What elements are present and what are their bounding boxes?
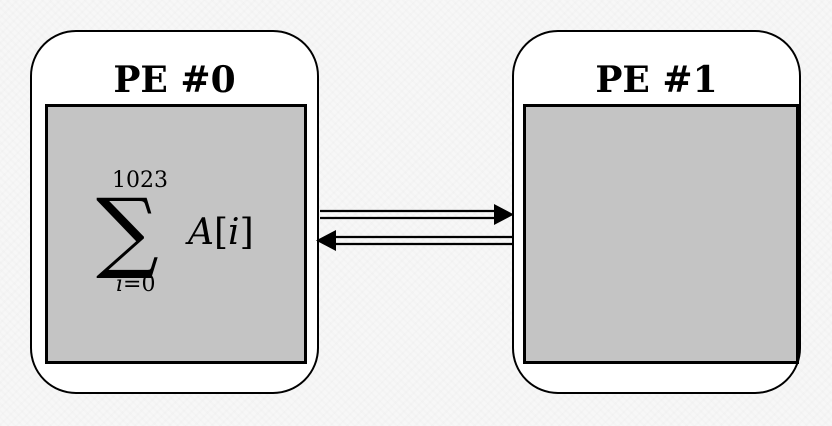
summation-upper-limit: 1023 xyxy=(112,168,168,193)
summand-index: i xyxy=(228,212,240,253)
pe-0-title: PE #0 xyxy=(113,59,236,101)
summation-lower-limit: i=0 xyxy=(116,273,155,297)
pe-1-title: PE #1 xyxy=(595,59,718,101)
summation-sigma-symbol: ∑ xyxy=(96,179,159,282)
summand-close-bracket: ] xyxy=(239,212,254,253)
summation-index-variable: i xyxy=(116,272,124,297)
arrow-pe1-to-pe0 xyxy=(316,230,514,251)
summation-index-start: =0 xyxy=(123,272,156,297)
pe-1-memory-box xyxy=(523,104,799,364)
pe-1-container: PE #1 xyxy=(512,30,801,394)
summand-expression: A[i] xyxy=(188,213,254,253)
pe-0-container: PE #0 1023 ∑ i=0 A[i] xyxy=(30,30,319,394)
summand-array-name: A xyxy=(188,212,214,253)
summation-formula: 1023 ∑ i=0 A[i] xyxy=(92,169,292,309)
pe-0-memory-box: 1023 ∑ i=0 A[i] xyxy=(45,104,307,364)
arrow-pe0-to-pe1 xyxy=(320,204,514,225)
summand-open-bracket: [ xyxy=(214,212,229,253)
